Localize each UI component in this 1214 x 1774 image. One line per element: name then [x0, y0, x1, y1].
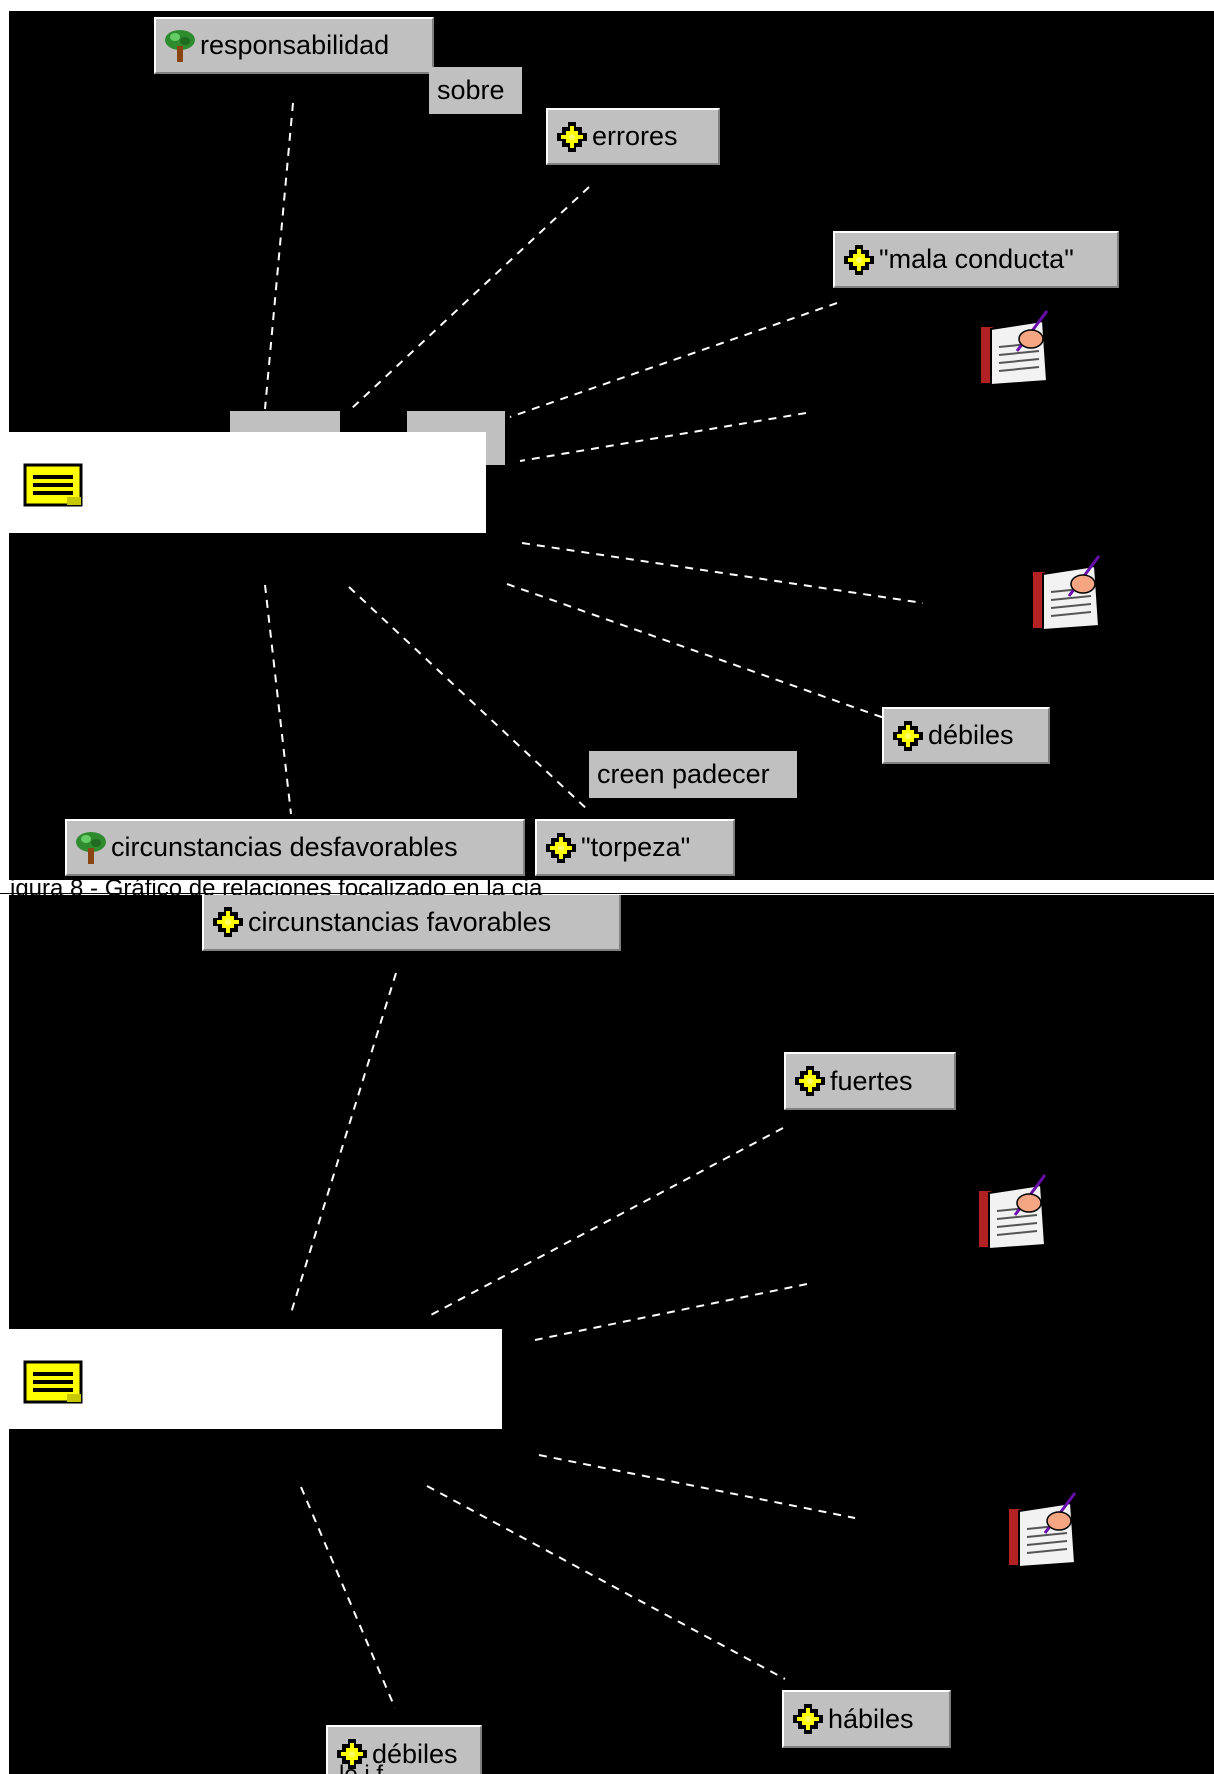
- relations-graph-bottom: circunstancias favorables fuertes hábile…: [9, 893, 1214, 1774]
- node-label: responsabilidad: [200, 30, 390, 60]
- puzzle-piece-icon: [790, 1701, 826, 1737]
- node-label: hábiles: [828, 1703, 914, 1734]
- node-label: errores: [592, 121, 678, 151]
- caption-text: igura 8 - Gráfico de relaciones focaliza…: [10, 880, 543, 895]
- puzzle-piece-icon: [554, 119, 590, 155]
- relation-creen-padecer[interactable]: creen padecer: [589, 751, 797, 798]
- cut-off-label: le i f: [339, 1761, 383, 1774]
- concept-responsabilidad[interactable]: responsabilidad: [154, 17, 434, 74]
- writing-memo-icon[interactable]: [1029, 552, 1105, 632]
- concept-debiles[interactable]: débiles: [326, 1725, 482, 1774]
- puzzle-piece-icon: [210, 904, 246, 940]
- puzzle-piece-icon: [543, 830, 579, 866]
- puzzle-piece-icon: [792, 1063, 828, 1099]
- concept-circunstancias-favorables[interactable]: circunstancias favorables: [202, 893, 621, 951]
- concept-fuertes[interactable]: fuertes: [784, 1052, 956, 1110]
- puzzle-piece-icon: [841, 242, 877, 278]
- relation-label: sobre: [437, 75, 505, 105]
- relation-sobre[interactable]: sobre: [429, 67, 522, 114]
- cut-off-text: le i f: [339, 1761, 383, 1774]
- concept-errores[interactable]: errores: [546, 108, 720, 165]
- writing-memo-icon[interactable]: [977, 307, 1053, 387]
- node-label: fuertes: [830, 1065, 913, 1096]
- node-label: débiles: [928, 720, 1014, 750]
- puzzle-piece-icon: [890, 718, 926, 754]
- divider: [0, 893, 1214, 894]
- figure-caption: igura 8 - Gráfico de relaciones focaliza…: [0, 880, 1214, 895]
- relations-graph-top: responsabilidad sobre errores "mala cond…: [9, 11, 1214, 891]
- tree-icon: [162, 28, 198, 64]
- note-icon: [23, 463, 83, 507]
- concept-torpeza[interactable]: "torpeza": [535, 819, 735, 876]
- node-label: "mala conducta": [879, 244, 1074, 274]
- focus-quotation-box[interactable]: [9, 432, 486, 533]
- concept-debiles[interactable]: débiles: [882, 707, 1050, 764]
- node-label: débiles: [372, 1738, 458, 1769]
- focus-quotation-box[interactable]: [9, 1329, 502, 1429]
- writing-memo-icon[interactable]: [1005, 1489, 1081, 1569]
- tree-icon: [73, 830, 109, 866]
- node-label: circunstancias desfavorables: [111, 832, 458, 862]
- note-icon: [23, 1360, 83, 1404]
- node-label: "torpeza": [581, 832, 691, 862]
- writing-memo-icon[interactable]: [975, 1171, 1051, 1251]
- node-label: circunstancias favorables: [248, 906, 552, 937]
- links-bottom: [290, 972, 856, 1709]
- concept-mala-conducta[interactable]: "mala conducta": [833, 231, 1119, 288]
- relation-label: creen padecer: [597, 759, 770, 789]
- concept-circunstancias-desfavorables[interactable]: circunstancias desfavorables: [65, 819, 525, 876]
- concept-habiles[interactable]: hábiles: [782, 1690, 951, 1748]
